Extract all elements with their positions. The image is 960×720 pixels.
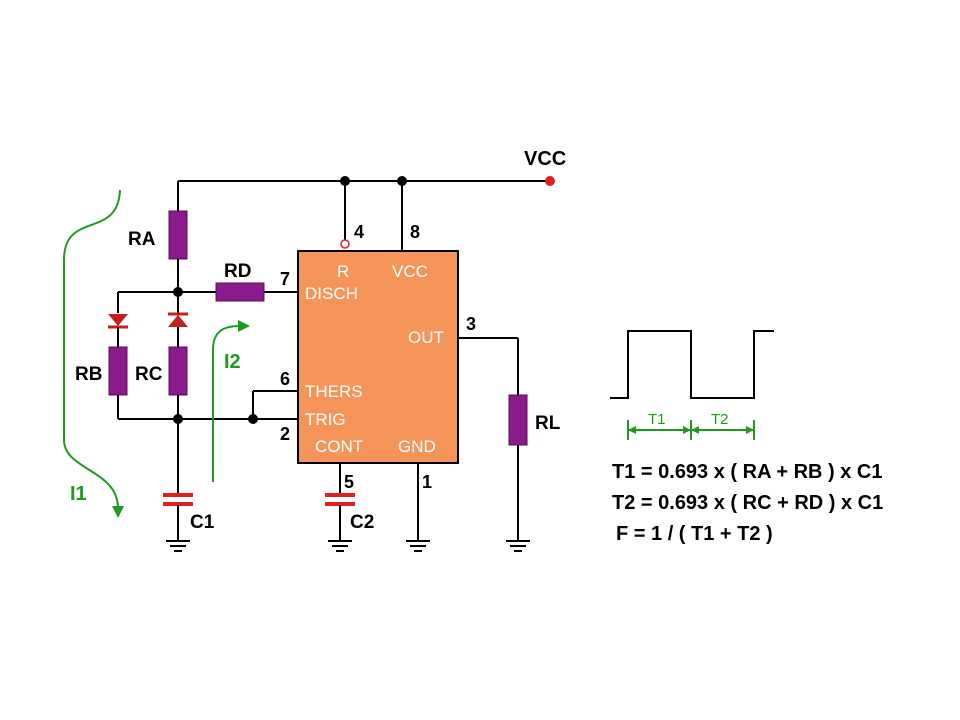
ground-symbol <box>166 540 190 552</box>
rd-label: RD <box>224 261 251 282</box>
pin-3-label: 3 <box>466 314 476 334</box>
rc-label: RC <box>135 364 163 385</box>
resistor-rc <box>168 346 188 396</box>
diode-rb <box>108 314 128 326</box>
pin-2-label: 2 <box>280 424 290 444</box>
formulas: T1 = 0.693 x ( RA + RB ) x C1 T2 = 0.693… <box>612 461 883 545</box>
arrow-head-icon <box>628 426 636 434</box>
reset-bubble <box>340 239 350 249</box>
ground-symbol <box>328 540 352 552</box>
equation-t2: T2 = 0.693 x ( RC + RD ) x C1 <box>612 492 883 514</box>
chip-pin-trig: TRIG <box>305 410 346 429</box>
ic-body <box>297 250 459 464</box>
output-load: RL <box>458 337 561 552</box>
timer-555-ic: R VCC DISCH OUT THERS TRIG CONT GND 4 8 … <box>280 181 476 552</box>
chip-pin-out: OUT <box>408 328 444 347</box>
arrow-head-icon <box>683 426 691 434</box>
current-i1: I1 <box>63 189 124 518</box>
t2-marker-label: T2 <box>711 411 729 428</box>
resistor-rl <box>508 394 528 446</box>
c2-label: C2 <box>350 512 374 533</box>
timing-network: RA RD RB RC C1 <box>75 181 298 552</box>
vcc-supply-label: VCC <box>524 148 566 170</box>
resistor-rd <box>215 282 265 302</box>
ground-symbol <box>506 540 530 552</box>
equation-t1: T1 = 0.693 x ( RA + RB ) x C1 <box>612 461 882 483</box>
pin-7-label: 7 <box>280 269 290 289</box>
chip-pin-thers: THERS <box>305 382 363 401</box>
c1-label: C1 <box>190 512 215 533</box>
resistor-ra <box>168 210 188 260</box>
ra-label: RA <box>128 229 156 250</box>
chip-pin-cont: CONT <box>315 437 363 456</box>
i2-label: I2 <box>224 351 241 373</box>
output-waveform: T1 T2 <box>610 330 774 440</box>
chip-pin-gnd: GND <box>398 437 436 456</box>
rl-label: RL <box>535 413 561 434</box>
arrow-head-icon <box>112 506 124 518</box>
i1-label: I1 <box>70 483 87 505</box>
current-i2: I2 <box>212 320 250 482</box>
ground-symbol <box>406 540 430 552</box>
chip-pin-r: R <box>337 262 349 281</box>
t1-marker-label: T1 <box>648 411 666 428</box>
chip-pin-disch: DISCH <box>305 284 358 303</box>
arrow-head-icon <box>746 426 754 434</box>
vcc-terminal <box>545 176 555 186</box>
equation-frequency: F = 1 / ( T1 + T2 ) <box>616 523 773 545</box>
diode-rc <box>168 315 188 327</box>
chip-pin-vcc: VCC <box>392 262 428 281</box>
pin-1-label: 1 <box>422 472 432 492</box>
pin-6-label: 6 <box>280 369 290 389</box>
pin-5-label: 5 <box>344 472 354 492</box>
pin-8-label: 8 <box>410 222 420 242</box>
vcc-rail: VCC <box>178 148 566 186</box>
arrow-head-icon <box>238 320 250 332</box>
resistor-rb <box>108 346 128 396</box>
rb-label: RB <box>75 364 102 385</box>
arrow-head-icon <box>691 426 699 434</box>
square-wave <box>610 330 774 399</box>
pin-4-label: 4 <box>354 222 364 242</box>
